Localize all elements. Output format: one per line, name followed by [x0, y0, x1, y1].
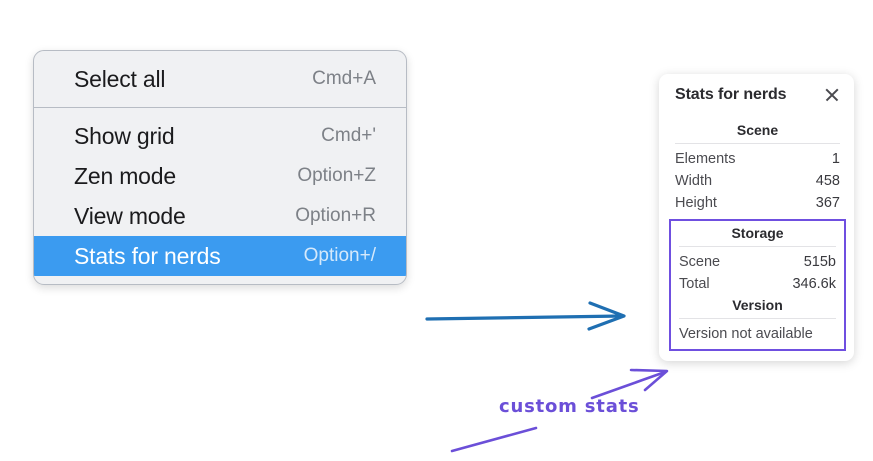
- menu-item-label: Zen mode: [74, 162, 176, 189]
- stat-row-width: Width 458: [675, 170, 840, 192]
- menu-item-label: View mode: [74, 202, 186, 229]
- panel-title: Stats for nerds: [675, 86, 787, 103]
- stat-label: Height: [675, 195, 717, 211]
- menu-item-shortcut: Option+Z: [297, 165, 376, 186]
- menu-item-shortcut: Cmd+': [321, 125, 376, 146]
- section-title-storage: Storage: [731, 225, 784, 241]
- stat-row-height: Height 367: [675, 192, 840, 214]
- stat-value: 458: [815, 173, 840, 189]
- stat-row-storage-scene: Scene 515b: [679, 251, 836, 273]
- stat-row-storage-total: Total 346.6k: [679, 273, 836, 295]
- section-title-scene: Scene: [736, 122, 779, 138]
- custom-stats-region: Storage Scene 515b Total 346.6k Version …: [669, 219, 846, 351]
- section-rule: [679, 246, 836, 247]
- menu-item-select-all[interactable]: Select all Cmd+A: [34, 59, 406, 99]
- section-rule: [675, 143, 840, 144]
- stat-label: Width: [675, 173, 713, 189]
- menu-item-shortcut: Option+/: [303, 245, 376, 266]
- section-storage: Storage Scene 515b Total 346.6k: [677, 223, 838, 295]
- panel-header: Stats for nerds: [659, 86, 854, 104]
- menu-item-show-grid[interactable]: Show grid Cmd+': [34, 116, 406, 156]
- stats-for-nerds-panel: Stats for nerds Scene Elements 1 Width 4…: [659, 74, 854, 361]
- menu-item-view-mode[interactable]: View mode Option+R: [34, 196, 406, 236]
- annotation-label-custom-stats: custom stats: [499, 396, 640, 417]
- menu-item-label: Select all: [74, 65, 166, 92]
- purple-stray-stroke: [450, 426, 538, 453]
- menu-group-2: Show grid Cmd+' Zen mode Option+Z View m…: [34, 107, 406, 284]
- menu-item-stats-for-nerds[interactable]: Stats for nerds Option+/: [34, 236, 406, 276]
- menu-item-label: Stats for nerds: [74, 242, 221, 269]
- blue-arrow-menu-to-panel: [425, 301, 626, 331]
- section-scene: Scene Elements 1 Width 458 Height 367: [659, 120, 854, 214]
- stat-label: Elements: [675, 151, 736, 167]
- purple-arrow-to-version: [590, 368, 669, 400]
- context-menu[interactable]: Select all Cmd+A Show grid Cmd+' Zen mod…: [33, 50, 407, 285]
- stat-value: 367: [815, 195, 840, 211]
- menu-item-label: Show grid: [74, 122, 175, 149]
- close-icon[interactable]: [824, 87, 840, 103]
- stat-value: 515b: [803, 254, 836, 270]
- stat-value: 346.6k: [792, 276, 836, 292]
- version-text: Version not available: [679, 326, 813, 342]
- stat-label: Scene: [679, 254, 721, 270]
- stat-row-elements: Elements 1: [675, 148, 840, 170]
- menu-item-shortcut: Option+R: [295, 205, 376, 226]
- section-rule: [679, 318, 836, 319]
- menu-item-zen-mode[interactable]: Zen mode Option+Z: [34, 156, 406, 196]
- section-title-version: Version: [732, 297, 783, 313]
- section-version: Version Version not available: [677, 295, 838, 343]
- stat-label: Total: [679, 276, 710, 292]
- menu-item-shortcut: Cmd+A: [312, 68, 376, 89]
- stat-value: 1: [831, 151, 840, 167]
- menu-group-1: Select all Cmd+A: [34, 51, 406, 107]
